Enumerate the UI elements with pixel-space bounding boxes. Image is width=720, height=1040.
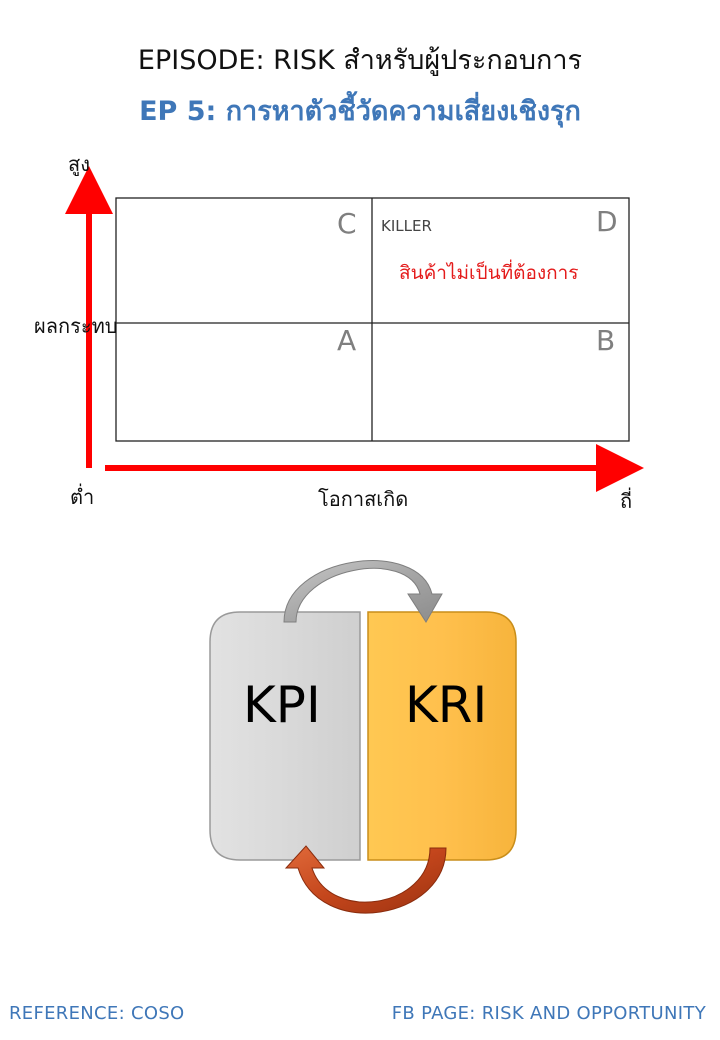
y-axis-low-label: ต่ำ (70, 485, 95, 509)
kpi-box (209, 611, 361, 861)
page-subtitle: EP 5: การหาตัวชี้วัดความเสี่ยงเชิงรุก (139, 96, 581, 127)
quadrant-c-label: C (337, 207, 357, 240)
kri-box (367, 611, 517, 861)
footer-page: FB PAGE: RISK AND OPPORTUNITY (391, 1003, 706, 1024)
quadrant-d-tag: KILLER (381, 217, 432, 235)
bottom-cycle-arrow (284, 845, 447, 914)
x-axis-title: โอกาสเกิด (318, 487, 409, 511)
matrix-graphics (65, 166, 644, 492)
cycle-graphics (209, 560, 517, 914)
y-axis-title: ผลกระทบ (34, 314, 118, 338)
y-axis-high-label: สูง (68, 152, 90, 176)
quadrant-d-note: สินค้าไม่เป็นที่ต้องการ (399, 262, 579, 284)
x-axis-high-label: ถี่ (620, 489, 633, 513)
quadrant-a-label: A (337, 324, 357, 357)
quadrant-b-label: B (596, 324, 616, 357)
kpi-label: KPI (243, 676, 321, 734)
page-title: EPISODE: RISK สำหรับผู้ประกอบการ (137, 45, 583, 76)
kri-label: KRI (405, 676, 488, 734)
footer-reference: REFERENCE: COSO (9, 1003, 185, 1024)
top-cycle-arrow (283, 560, 443, 623)
quadrant-d-label: D (596, 205, 618, 238)
